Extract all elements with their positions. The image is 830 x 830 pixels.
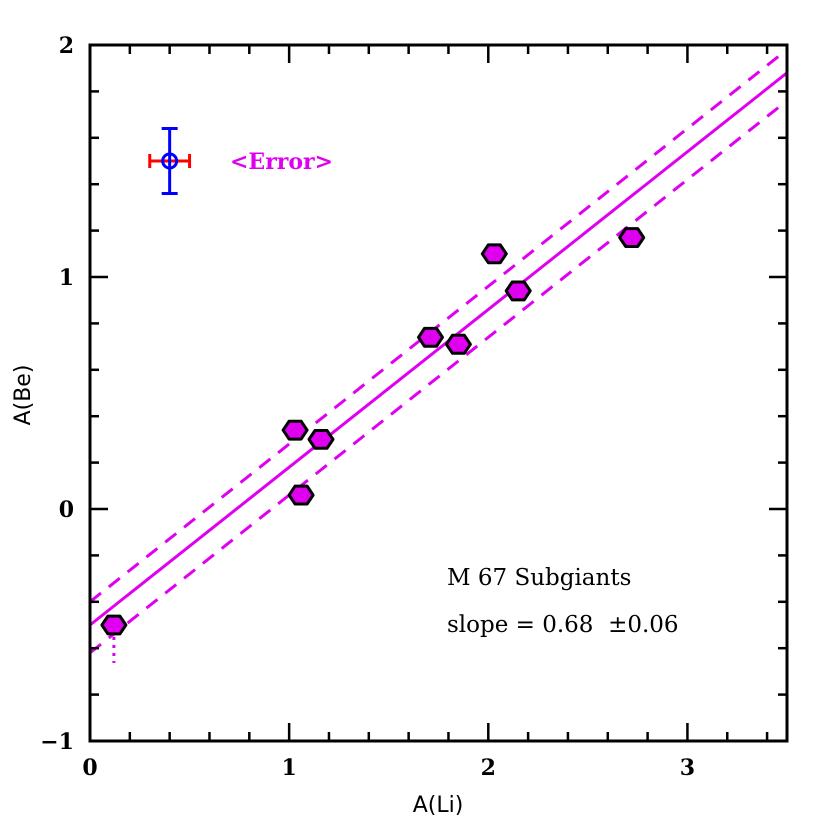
x-tick-label: 3 <box>680 755 695 781</box>
fit-line-fit <box>89 71 788 627</box>
plot-frame <box>88 43 789 743</box>
x-tick-label: 0 <box>82 755 97 781</box>
y-tick-label: −1 <box>40 729 74 755</box>
fit-lines <box>89 48 788 655</box>
data-point-hexagon <box>281 419 309 441</box>
data-point-hexagon <box>480 243 508 265</box>
tick-labels: 0 1 2 3 −1 0 1 2 <box>40 33 695 781</box>
data-point-hexagon <box>287 484 315 506</box>
y-tick-label: 0 <box>59 497 74 523</box>
data-point-hexagon <box>444 333 472 355</box>
data-point-hexagon <box>618 227 646 248</box>
y-tick-label: 2 <box>59 33 74 59</box>
y-axis-label: A(Be) <box>11 365 36 426</box>
x-tick-label: 2 <box>481 755 496 781</box>
data-point-hexagon <box>504 280 532 302</box>
data-point-hexagon <box>307 429 335 450</box>
data-points <box>100 227 646 663</box>
x-tick-label: 1 <box>281 755 296 781</box>
x-axis-label: A(Li) <box>413 793 464 818</box>
fit-line-lower <box>89 99 788 655</box>
error-circle-icon <box>161 152 179 170</box>
annotation-slope: slope = 0.68 ±0.06 <box>447 612 679 638</box>
fit-line-upper <box>89 48 788 603</box>
annotation-title: M 67 Subgiants <box>447 565 631 591</box>
data-point-hexagon <box>417 326 444 348</box>
error-bar-legend: <Error> <box>148 127 333 195</box>
plot-axes <box>88 43 789 743</box>
error-label: <Error> <box>230 149 333 175</box>
data-point-hexagon <box>100 614 128 636</box>
y-tick-label: 1 <box>59 265 74 291</box>
